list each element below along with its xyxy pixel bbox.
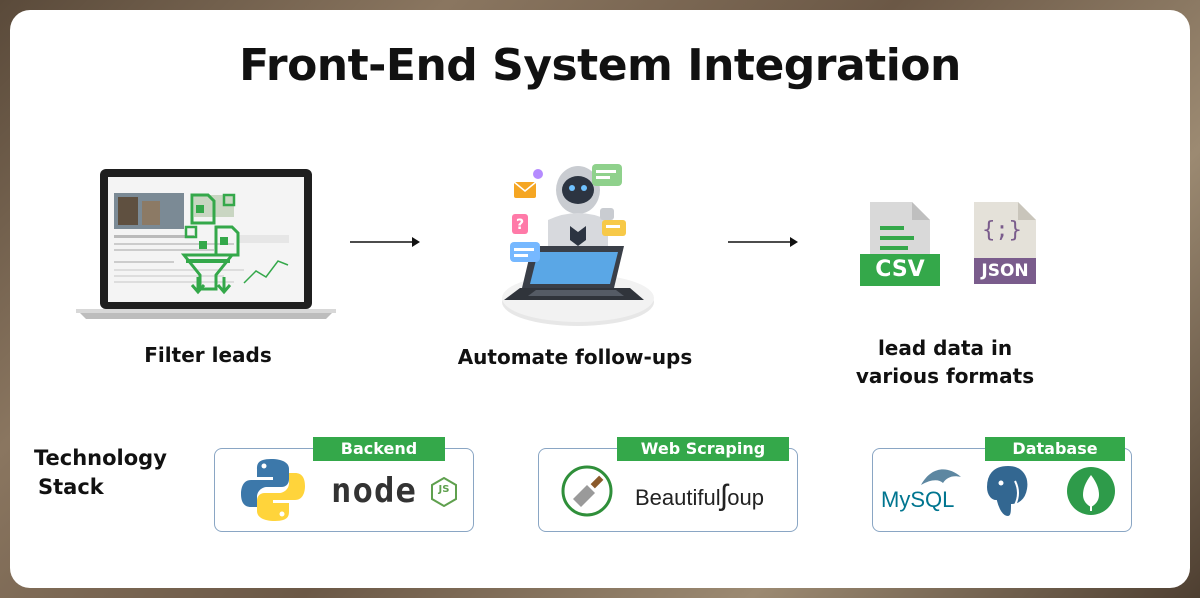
postgresql-logo-icon — [984, 463, 1030, 519]
technology-stack-line1: Technology — [34, 446, 167, 470]
json-label: JSON — [981, 261, 1029, 281]
svg-text:?: ? — [516, 217, 524, 233]
robot-automation-illustration: ? — [502, 164, 654, 326]
csv-file-icon: CSV — [860, 200, 942, 288]
technology-stack-label: Technology Stack — [34, 444, 167, 502]
step-lead-data-line2: various formats — [855, 364, 1035, 388]
json-file-icon: {;} JSON — [972, 200, 1038, 288]
mysql-logo-text: MySQL — [881, 487, 955, 512]
beautifulsoup-logo-text: Beautifulʃoup — [635, 479, 765, 512]
beautifulsoup-logo-icon — [561, 465, 613, 517]
step-automate-follow-ups-label: Automate follow-ups — [457, 345, 693, 369]
step-lead-data-label: lead data in various formats — [820, 334, 1070, 390]
mongodb-logo-icon — [1067, 467, 1115, 515]
web-scraping-tag: Web Scraping — [617, 437, 789, 461]
laptop-filter-illustration — [76, 169, 336, 319]
database-box: Database MySQL — [872, 437, 1132, 532]
arrow-right-icon — [350, 237, 420, 247]
web-scraping-box: Web Scraping Beautifulʃoup — [538, 437, 798, 532]
nodejs-js-text: JS — [438, 484, 450, 495]
nodejs-logo-icon: node JS — [331, 471, 461, 511]
database-tag: Database — [985, 437, 1125, 461]
nodejs-logo-text: node — [331, 471, 417, 511]
python-logo-icon — [241, 459, 305, 521]
beautifulsoup-text-1: Beautiful — [635, 485, 721, 510]
mysql-logo-icon: MySQL — [881, 465, 965, 517]
step-lead-data-line1: lead data in — [877, 336, 1013, 360]
step-filter-leads-label: Filter leads — [144, 343, 272, 367]
technology-stack-line2: Stack — [38, 475, 104, 499]
beautifulsoup-text-2: oup — [727, 485, 765, 510]
csv-label: CSV — [875, 257, 925, 282]
page-title: Front-End System Integration — [239, 40, 961, 91]
json-symbol: {;} — [982, 218, 1022, 243]
arrow-right-icon — [728, 237, 798, 247]
backend-tag: Backend — [313, 437, 445, 461]
backend-box: Backend node JS — [214, 437, 474, 532]
